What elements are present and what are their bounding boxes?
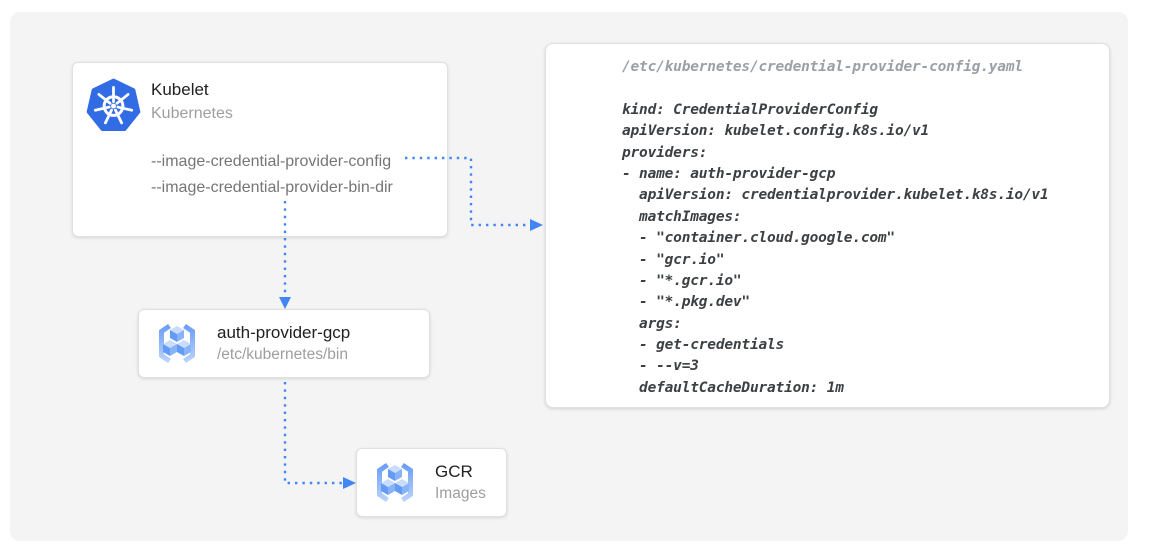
gcr-title: GCR (435, 462, 473, 481)
flag-image-credential-provider-bin-dir: --image-credential-provider-bin-dir (151, 178, 393, 196)
code-line: - "gcr.io" (622, 251, 725, 268)
code-line: - "*.gcr.io" (622, 272, 742, 289)
gcr-card: GCR Images (356, 448, 507, 517)
gcr-subtitle: Images (435, 485, 486, 502)
code-blank-line (622, 78, 1109, 99)
code-line: apiVersion: kubelet.config.k8s.io/v1 (622, 123, 930, 140)
diagram-background-panel: Kubelet Kubernetes --image-credential-pr… (10, 12, 1128, 541)
code-line: matchImages: (622, 208, 742, 225)
code-line: providers: (622, 144, 708, 161)
auth-provider-gcp-card: auth-provider-gcp /etc/kubernetes/bin (138, 309, 430, 378)
container-registry-icon (370, 460, 420, 506)
code-line: defaultCacheDuration: 1m (622, 379, 844, 396)
kubernetes-logo-icon (86, 78, 141, 131)
code-line: - --v=3 (622, 358, 699, 375)
code-line: - "container.cloud.google.com" (622, 230, 895, 247)
code-line: - "*.pkg.dev" (622, 294, 750, 311)
kubelet-title: Kubelet (151, 80, 209, 99)
flag-image-credential-provider-config: --image-credential-provider-config (151, 153, 392, 170)
code-line: - name: auth-provider-gcp (622, 165, 836, 182)
container-registry-icon (152, 321, 202, 367)
kubelet-card: Kubelet Kubernetes --image-credential-pr… (72, 62, 448, 237)
auth-provider-title: auth-provider-gcp (217, 323, 351, 342)
code-line: kind: CredentialProviderConfig (622, 101, 878, 118)
config-file-path: /etc/kubernetes/credential-provider-conf… (622, 59, 1023, 75)
kubelet-flags: --image-credential-provider-config --ima… (151, 149, 393, 200)
kubelet-subtitle: Kubernetes (151, 105, 233, 122)
credential-provider-config-panel: /etc/kubernetes/credential-provider-conf… (545, 43, 1110, 408)
auth-provider-path: /etc/kubernetes/bin (217, 346, 348, 363)
code-line: - get-credentials (622, 337, 785, 354)
code-line: args: (622, 315, 682, 332)
code-line: apiVersion: credentialprovider.kubelet.k… (622, 187, 1049, 204)
